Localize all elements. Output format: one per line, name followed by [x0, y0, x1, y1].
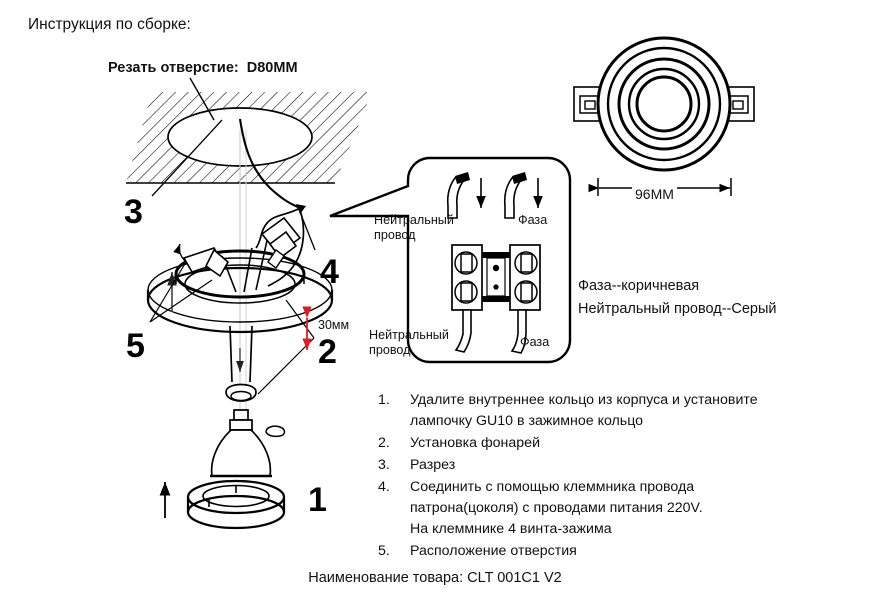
marker-3: 3: [124, 193, 143, 231]
step-text-line: патрона(цоколя) с проводами питания 220V…: [410, 500, 703, 517]
instruction-step-list: 1. Удалите внутреннее кольцо из корпуса и…: [378, 390, 818, 563]
marker-3-leader: [151, 119, 223, 197]
marker-5-leader-a: [149, 261, 187, 323]
housing-ring: [146, 249, 334, 334]
step-text-line: Разрез: [410, 457, 456, 474]
spring-clip: [167, 243, 230, 312]
terminal-screw-top: [492, 264, 500, 272]
marker-2: 2: [318, 333, 337, 371]
instruction-step: 2. Установка фонарей: [378, 433, 818, 454]
terminal-block: [451, 244, 541, 311]
step-number: 4.: [378, 479, 390, 496]
product-name-label: Наименование товара: CLT 001C1 V2: [308, 570, 562, 586]
marker-4-leader: [299, 211, 316, 251]
diameter-dimension-label: 96MM: [632, 186, 677, 203]
step-text-line: лампочку GU10 в зажимное кольцо: [410, 413, 644, 430]
wire-stub-neutral: [446, 172, 486, 219]
depth-dimension-label: 30мм: [318, 318, 350, 332]
legend-neutral-line: Нейтральный провод--Серый: [578, 301, 777, 318]
marker-2-leader-b: [257, 337, 315, 395]
trim-ring: [186, 479, 286, 530]
instruction-step: 3. Разрез: [378, 455, 818, 476]
legend-phase-line: Фаза--коричневая: [578, 278, 700, 294]
marker-1: 1: [308, 481, 327, 519]
gu10-socket-block: [260, 216, 302, 270]
callout-neutral-bottom-label: Нейтральный провод: [369, 328, 449, 357]
ceiling-slab: [126, 92, 372, 184]
step-number: 5.: [378, 543, 390, 560]
marker-5: 5: [126, 327, 145, 365]
step-text-line: Удалите внутреннее кольцо из корпуса и у…: [410, 392, 758, 408]
step-text-line: На клеммнике 4 винта-зажима: [410, 521, 612, 538]
cut-hole-label: Резать отверстие: D80MM: [108, 60, 298, 76]
step-number: 1.: [378, 392, 390, 408]
step-text: Разрез: [410, 455, 818, 476]
instruction-step: 4. Соединить с помощью клеммника провода п…: [378, 477, 818, 540]
callout-phase-top-label: Фаза: [518, 213, 548, 227]
step-text-line: Установка фонарей: [410, 435, 540, 452]
step-text: Установка фонарей: [410, 433, 818, 454]
retaining-clip: [265, 425, 286, 438]
wire-exit-neutral: [454, 309, 472, 353]
step-text: Соединить с помощью клеммника провода пат…: [410, 477, 818, 540]
cable-junction-arrow: [296, 204, 306, 214]
step-text: Удалите внутреннее кольцо из корпуса и у…: [410, 390, 818, 432]
holder-bracket: [221, 235, 269, 293]
terminal-screw-bottom: [493, 284, 499, 290]
marker-5-leader-b: [149, 279, 213, 323]
step-text-line: Расположение отверстия: [410, 543, 577, 560]
cut-label-leader: [189, 77, 215, 121]
gu10-lamp: [210, 409, 272, 478]
page-title: Инструкция по сборке:: [28, 16, 191, 33]
callout-phase-bottom-label: Фаза: [520, 335, 550, 349]
wire-exit-phase: [510, 309, 527, 354]
instruction-step: 1. Удалите внутреннее кольцо из корпуса и…: [378, 390, 818, 432]
step-text: Расположение отверстия: [410, 541, 818, 562]
callout-neutral-top-label: Нейтральный провод: [374, 213, 454, 242]
step-text-line: Соединить с помощью клеммника провода: [410, 479, 695, 496]
step-number: 2.: [378, 435, 390, 452]
marker-4: 4: [320, 253, 339, 291]
wire-stub-phase: [503, 172, 543, 219]
downlight-front-view: [573, 36, 755, 172]
marker-2-leader-a: [285, 299, 315, 339]
socket-stem: [225, 325, 257, 402]
instruction-step: 5. Расположение отверстия: [378, 541, 818, 562]
step-number: 3.: [378, 457, 390, 474]
